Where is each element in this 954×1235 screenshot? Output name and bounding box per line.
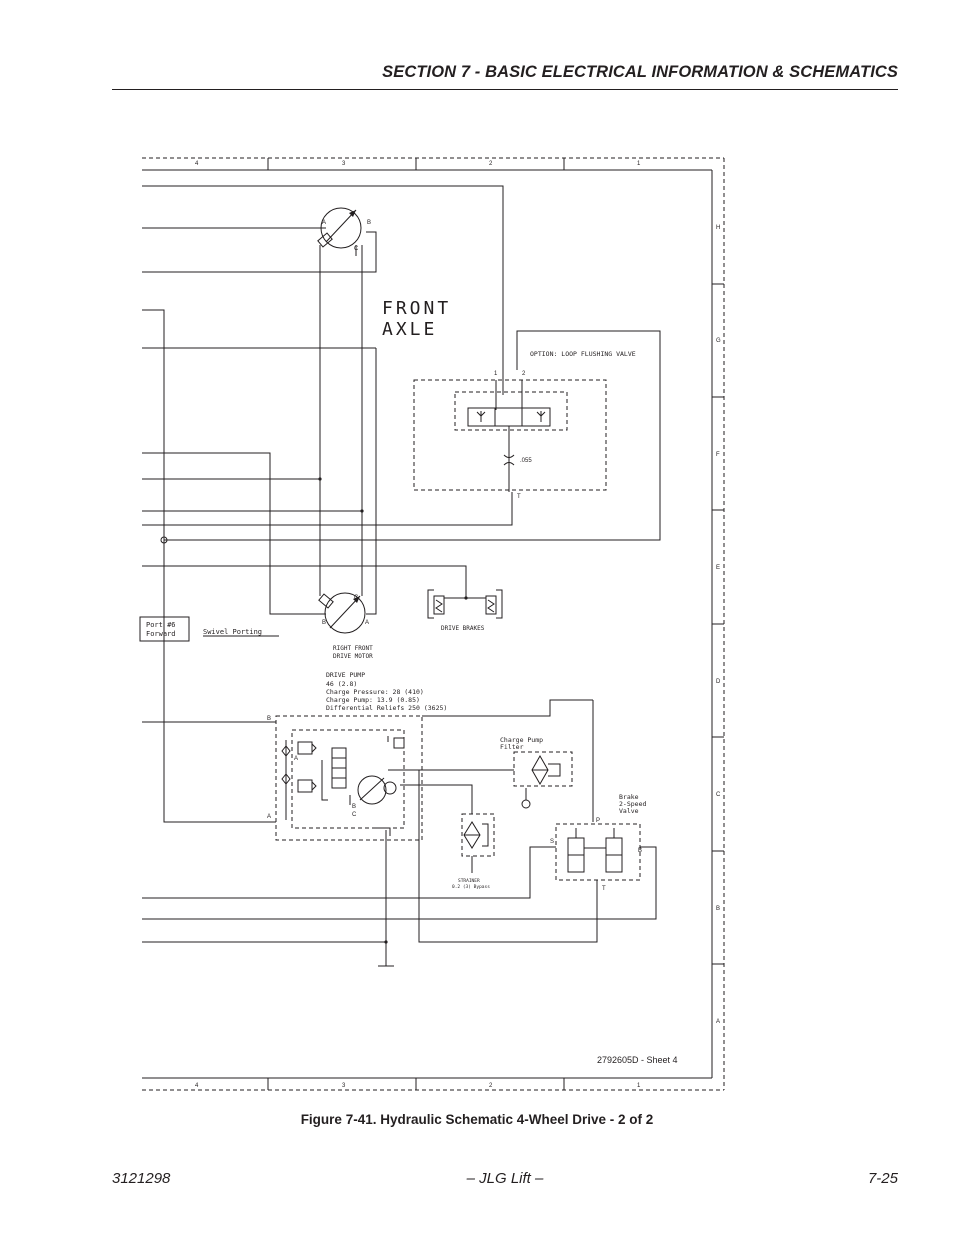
charge-pump-filter: Charge Pump Filter <box>500 736 573 809</box>
pump-port-b: B <box>267 716 271 722</box>
charge-filter-label-2: Filter <box>500 743 524 751</box>
junction-dot <box>318 477 322 481</box>
motor-port-a: A <box>365 620 369 626</box>
left-front-drive-motor: A B C <box>317 207 371 252</box>
footer-page-number: 7-25 <box>867 1170 898 1187</box>
zone-labels: 4 3 2 1 4 3 2 1 H G F E D C B A <box>195 161 721 1089</box>
drive-pump-spec: DRIVE PUMP 46 (2.8) Charge Pressure: 28 … <box>326 671 447 712</box>
brake-port-b: B <box>638 848 642 854</box>
junction-dot <box>384 940 388 944</box>
port-forward-line-1: Port #6 <box>146 621 176 629</box>
motor-port-c: C <box>354 246 359 252</box>
drive-pump-assembly: B A B C A <box>267 715 423 841</box>
zone-row-d: D <box>716 679 721 685</box>
pump-port-a: A <box>267 814 271 820</box>
strainer-label-1: STRAINER <box>458 878 480 884</box>
brake-valve-label-1: Brake <box>619 793 639 801</box>
brake-valve-label-3: Valve <box>619 807 639 815</box>
motor-label-2: DRIVE MOTOR <box>333 653 373 660</box>
zone-col-2-bottom: 2 <box>489 1083 493 1089</box>
loop-flushing-label: OPTION: LOOP FLUSHING VALVE <box>530 350 636 358</box>
zone-row-h: H <box>716 225 720 231</box>
zone-col-3-top: 3 <box>342 161 346 167</box>
zone-row-a: A <box>716 1019 720 1025</box>
flush-port-1: 1 <box>494 371 498 377</box>
loop-flushing-valve: OPTION: LOOP FLUSHING VALVE .055 1 2 T <box>413 350 636 500</box>
front-axle-label-1: FRONT <box>382 298 451 319</box>
zone-col-1-top: 1 <box>637 161 641 167</box>
port-forward-line-2: Forward <box>146 630 176 638</box>
zone-row-e: E <box>716 565 720 571</box>
strainer: STRAINER 0.2 (3) Bypass <box>452 813 495 890</box>
zone-row-b: B <box>716 906 720 912</box>
motor-port-b: B <box>322 620 326 626</box>
zone-col-4-bottom: 4 <box>195 1083 199 1089</box>
zone-col-3-bottom: 3 <box>342 1083 346 1089</box>
brake-valve-label-2: 2-Speed <box>619 800 646 808</box>
pump-spec-3: Charge Pressure: 28 (410) <box>326 688 424 696</box>
pump-spec-5: Differential Reliefs 250 (3625) <box>326 704 447 712</box>
footer-publisher: – JLG Lift – <box>466 1170 544 1187</box>
flush-port-t: T <box>517 494 521 500</box>
brake-two-speed-valve: Brake 2-Speed Valve P S B T <box>550 793 646 892</box>
zone-col-4-top: 4 <box>195 161 199 167</box>
motor-port-a: A <box>322 220 326 226</box>
motor-label-1: RIGHT FRONT <box>333 645 373 652</box>
zone-col-1-bottom: 1 <box>637 1083 641 1089</box>
drive-brakes: DRIVE BRAKES <box>427 589 503 632</box>
brake-port-s: S <box>550 839 554 845</box>
section-title: SECTION 7 - BASIC ELECTRICAL INFORMATION… <box>382 63 898 81</box>
pump-spec-1: DRIVE PUMP <box>326 671 365 679</box>
orifice-size: .055 <box>520 458 532 464</box>
zone-row-f: F <box>716 452 720 458</box>
drawing-frame <box>142 157 725 1091</box>
hydraulic-lines <box>142 185 661 967</box>
flush-port-2: 2 <box>522 371 526 377</box>
pump-port-b-inner: B <box>352 804 356 810</box>
front-axle-label-2: AXLE <box>382 319 437 340</box>
header-rule <box>112 89 898 90</box>
brake-port-p: P <box>596 818 600 824</box>
zone-col-2-top: 2 <box>489 161 493 167</box>
swivel-porting-label: Swivel Porting <box>203 628 262 636</box>
junction-dot <box>360 509 364 513</box>
charge-filter-label-1: Charge Pump <box>500 736 543 744</box>
port-forward-tag: Port #6 Forward Swivel Porting <box>139 616 279 642</box>
junction-hollow <box>160 536 168 544</box>
drive-brakes-label: DRIVE BRAKES <box>441 625 485 632</box>
motor-port-b: B <box>367 220 371 226</box>
zone-row-c: C <box>716 792 721 798</box>
pump-port-c-inner: C <box>352 812 357 818</box>
pump-spec-2: 46 (2.8) <box>326 680 357 688</box>
pump-port-a-inner: A <box>294 756 298 762</box>
right-front-drive-motor: B A C <box>318 592 369 634</box>
motor-port-c: C <box>354 595 359 601</box>
pump-spec-4: Charge Pump: 13.9 (0.85) <box>326 696 420 704</box>
figure-caption: Figure 7-41. Hydraulic Schematic 4-Wheel… <box>300 1112 654 1127</box>
zone-row-g: G <box>716 338 721 344</box>
sheet-reference: 2792605D - Sheet 4 <box>597 1055 678 1065</box>
footer-document-number: 3121298 <box>112 1170 171 1187</box>
strainer-label-2: 0.2 (3) Bypass <box>452 884 490 890</box>
brake-port-t: T <box>602 886 606 892</box>
